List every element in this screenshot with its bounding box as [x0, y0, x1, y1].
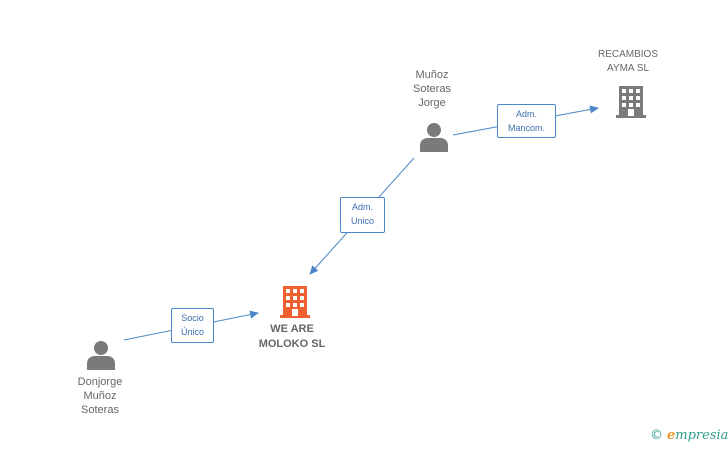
empresia-logo: © empresia: [650, 428, 728, 443]
edge-label-socio-unico: Socio Único: [171, 308, 214, 343]
person-icon[interactable]: [87, 341, 115, 370]
node-label-weare[interactable]: WE ARE MOLOKO SL: [258, 323, 326, 350]
building-icon[interactable]: [280, 286, 310, 318]
node-label-recambios[interactable]: RECAMBIOS AYMA SL: [597, 49, 658, 74]
person-icon[interactable]: [420, 123, 448, 152]
node-label-donjorge[interactable]: Donjorge Muñoz Soteras: [77, 376, 123, 416]
edge-label-adm-mancom: Adm. Mancom.: [497, 104, 556, 138]
edge-label-adm-unico: Adm. Unico: [340, 197, 385, 233]
brand-rest: mpresia: [675, 428, 728, 443]
building-icon[interactable]: [616, 84, 646, 118]
copyright-icon: ©: [650, 428, 663, 443]
node-label-munoz[interactable]: Muñoz Soteras Jorge: [413, 69, 451, 109]
brand-e: e: [667, 428, 676, 443]
